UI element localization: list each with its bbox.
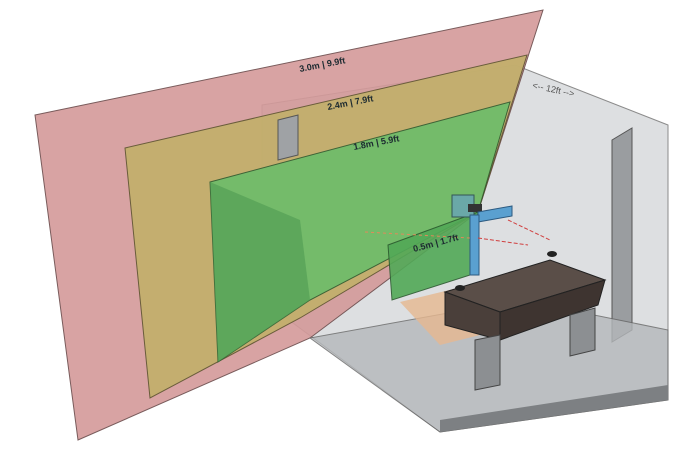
- desk-leg-left: [474, 334, 501, 391]
- room-left-wall-post: [277, 114, 299, 161]
- laser-beam-2: [477, 237, 529, 246]
- sensor-lens: [468, 204, 482, 212]
- target-marker: [547, 251, 557, 257]
- room-right-wall: [611, 127, 633, 343]
- desk-leg-right: [569, 307, 596, 357]
- sensor-pole: [469, 214, 480, 276]
- target-marker-2: [455, 285, 465, 291]
- room-floor-edge: [440, 385, 668, 432]
- zone-1-8m-side: [210, 182, 310, 362]
- laser-beam-1: [507, 219, 551, 241]
